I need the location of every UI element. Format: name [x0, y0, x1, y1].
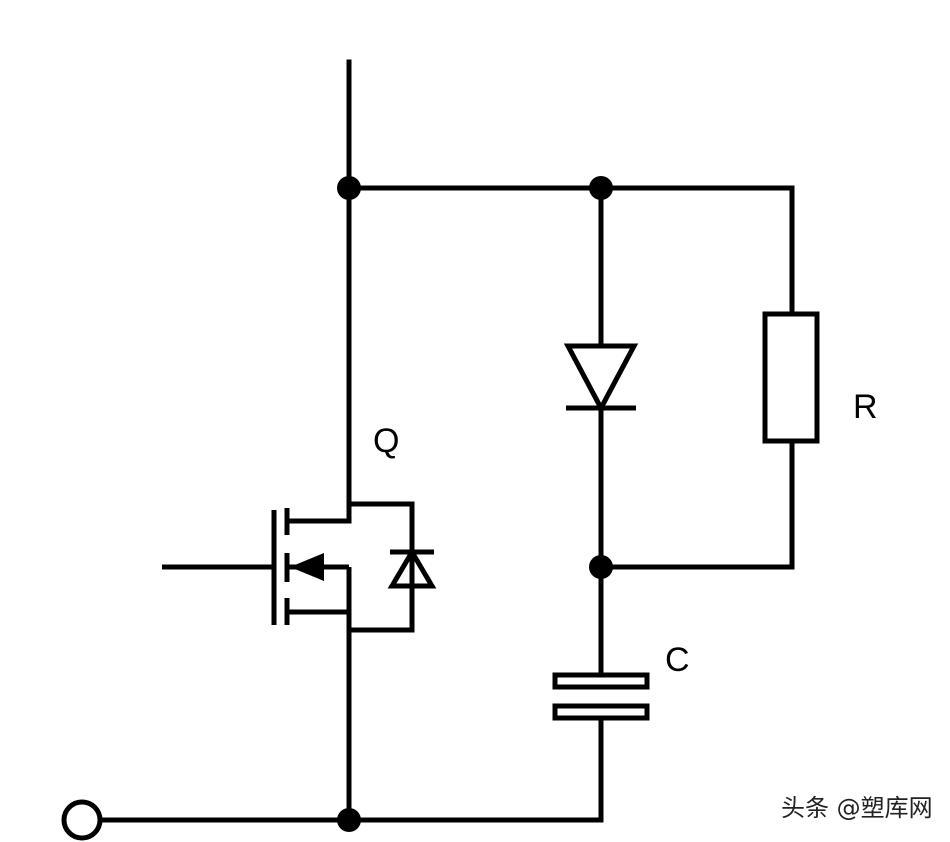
- ground-terminal: [61, 799, 103, 841]
- junction-dot: [589, 176, 613, 200]
- snubber-diode: [563, 343, 639, 414]
- junction-dot: [337, 808, 361, 832]
- mosfet-arrow: [290, 553, 324, 581]
- body-diode: [387, 547, 437, 589]
- mosfet: [162, 501, 415, 633]
- resistor-label: R: [853, 388, 878, 426]
- watermark-text: 头条 @塑库网: [781, 794, 933, 822]
- resistor: [762, 311, 820, 444]
- junction-dot: [337, 176, 361, 200]
- capacitor: [552, 672, 650, 721]
- junction-dot: [589, 555, 613, 579]
- capacitor-label: C: [665, 641, 690, 679]
- mosfet-label: Q: [373, 422, 399, 460]
